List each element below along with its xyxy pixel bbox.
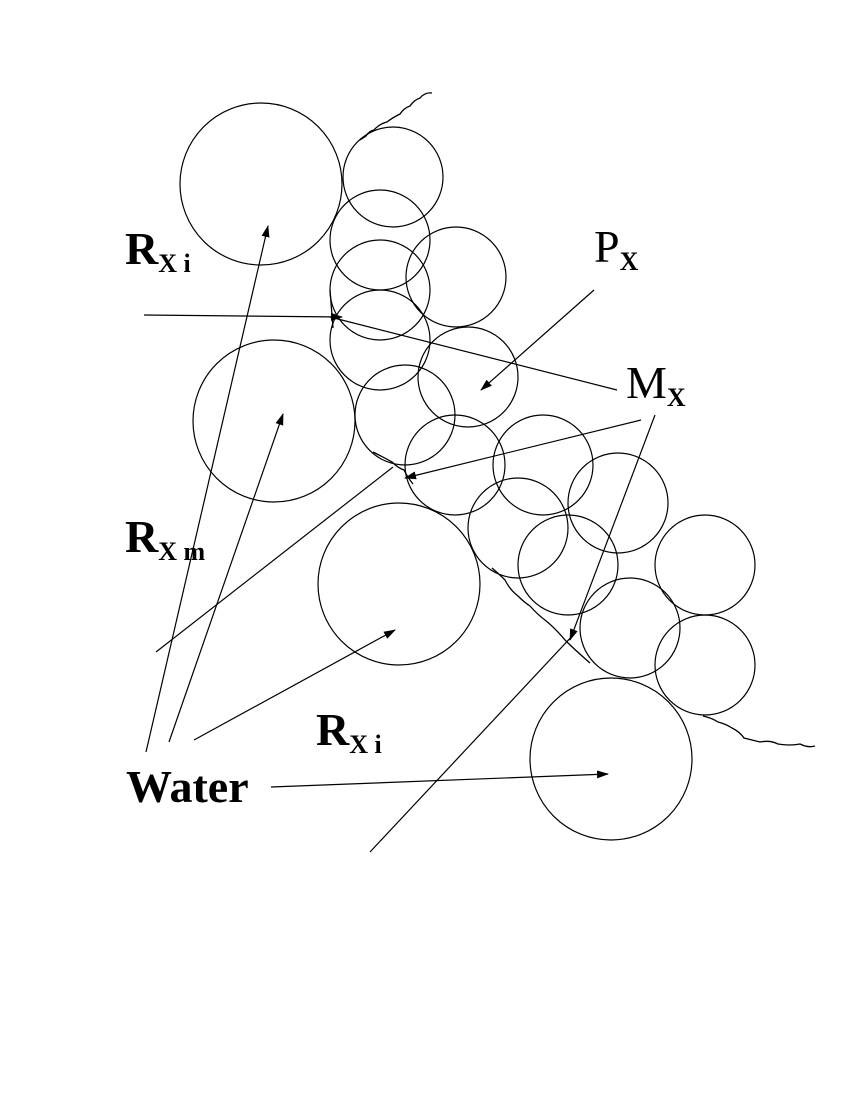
label-rxi-bottom-sub: X i: [349, 730, 382, 759]
pointer-lines: [143, 225, 656, 853]
label-mx-sub: X: [667, 383, 686, 412]
lipid-sphere: [329, 289, 431, 391]
label-mx: MX: [626, 357, 686, 412]
label-mx-main: M: [626, 357, 667, 408]
lipid-sphere: [579, 577, 681, 679]
label-rxi-bottom: RX i: [316, 704, 382, 759]
pointer-mx-to-mid-arrow: [404, 419, 642, 480]
water-spheres: [179, 102, 693, 841]
pointer-water-to-sphere-1: [145, 225, 270, 753]
boundary-top-wave: [359, 92, 433, 141]
labels: RX i PX MX RX m RX i Water: [125, 221, 686, 812]
lipid-sphere: [405, 226, 507, 328]
label-rxm-main: R: [125, 511, 159, 562]
label-rxm-sub: X m: [158, 537, 205, 566]
lipid-spheres: [329, 126, 756, 716]
pointer-mx-to-lower-arrow: [569, 414, 656, 641]
lipid-sphere: [517, 514, 619, 616]
lipid-sphere: [342, 126, 444, 228]
lipid-sphere: [654, 614, 756, 716]
pointer-mx-to-top: [329, 316, 618, 391]
lipid-sphere: [492, 414, 594, 516]
label-px: PX: [594, 221, 639, 276]
boundary-lines: [329, 92, 816, 748]
label-water: Water: [126, 761, 249, 812]
pointer-rxm-line: [155, 466, 394, 653]
boundary-lower-wave: [491, 567, 591, 664]
pointer-horizontal-arrow: [143, 312, 343, 321]
label-rxi-top-main: R: [125, 223, 159, 274]
pointer-water-to-sphere-2: [168, 413, 284, 743]
label-rxm: RX m: [125, 511, 206, 566]
label-px-sub: X: [620, 247, 639, 276]
pointer-rxi-bottom-line: [369, 632, 576, 853]
pointer-water-to-sphere-3: [193, 629, 396, 741]
label-rxi-bottom-main: R: [316, 704, 350, 755]
boundary-bottom-wave: [702, 715, 816, 748]
lipid-sphere: [329, 239, 431, 341]
lipid-sphere: [417, 326, 519, 428]
lipid-sphere: [404, 414, 506, 516]
water-sphere-2: [192, 339, 356, 503]
label-px-main: P: [594, 221, 620, 272]
pointer-water-to-sphere-4: [270, 770, 609, 788]
water-sphere-3: [317, 502, 481, 666]
lipid-sphere: [567, 452, 669, 554]
pointer-px-arrow: [480, 289, 595, 391]
lipid-sphere: [467, 477, 569, 579]
lipid-sphere: [354, 364, 456, 466]
lipid-sphere: [654, 514, 756, 616]
label-rxi-top: RX i: [125, 223, 191, 278]
label-rxi-top-sub: X i: [158, 249, 191, 278]
water-sphere-1: [179, 102, 343, 266]
water-sphere-4: [529, 677, 693, 841]
